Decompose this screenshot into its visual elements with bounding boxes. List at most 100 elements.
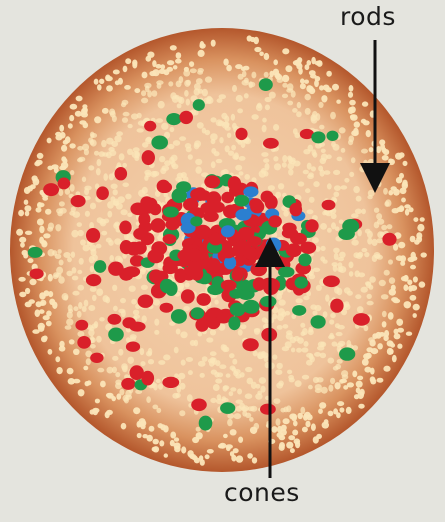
rod-cell [283, 210, 289, 217]
rod-cell [159, 155, 166, 163]
rod-cell [366, 230, 373, 239]
rod-cell [388, 190, 394, 196]
rod-cell [88, 305, 96, 311]
rod-cell [361, 247, 368, 253]
rod-cell [89, 244, 97, 252]
rod-cell [261, 124, 267, 133]
rod-cell [105, 74, 111, 82]
rod-cell [132, 59, 138, 67]
rod-cell [297, 181, 305, 187]
rod-cell [412, 303, 420, 311]
rod-cell [166, 60, 175, 66]
rod-cell [299, 83, 306, 90]
rod-cell [177, 282, 185, 289]
rod-cell [231, 144, 237, 151]
cone-cell [163, 206, 179, 218]
rod-cell [214, 299, 219, 305]
rod-cell [142, 434, 148, 439]
rod-cell [317, 341, 325, 348]
rod-cell [171, 163, 179, 170]
rod-cell [235, 64, 243, 70]
rod-cell [120, 297, 126, 304]
rod-cell [64, 188, 71, 195]
rod-cell [195, 426, 201, 432]
rod-cell [365, 281, 372, 288]
rod-cell [113, 198, 119, 206]
rod-cell [89, 222, 94, 230]
rod-cell [396, 318, 404, 326]
rod-cell [348, 139, 354, 146]
rod-cell [367, 194, 373, 200]
rod-cell [160, 64, 166, 70]
rod-cell [272, 68, 279, 76]
rod-cell [400, 261, 406, 266]
rod-cell [78, 257, 84, 265]
rod-cell [235, 94, 243, 103]
rod-cell [281, 74, 290, 83]
rod-cell [62, 139, 69, 145]
rod-cell [160, 424, 166, 431]
rod-cell [380, 143, 385, 151]
rod-cell [146, 350, 152, 357]
cone-cell [289, 202, 303, 217]
rod-cell [249, 426, 258, 434]
rod-cell [19, 291, 27, 298]
rod-cell [69, 103, 78, 110]
cone-cell [90, 352, 104, 363]
cone-cell [300, 241, 317, 254]
rod-cell [369, 276, 376, 283]
rod-cell [187, 370, 193, 376]
rod-cell [222, 344, 228, 353]
rod-cell [388, 288, 396, 296]
rod-cell [209, 351, 217, 357]
rod-cell [264, 104, 270, 111]
rod-cell [32, 329, 40, 334]
rod-cell [136, 112, 142, 119]
rod-cell [335, 363, 341, 370]
rod-cell [133, 407, 141, 415]
rod-cell [204, 454, 210, 460]
rod-cell [346, 340, 352, 348]
rod-cell [293, 438, 301, 445]
rod-cell [81, 306, 87, 312]
cone-cell [242, 299, 260, 314]
rod-cell [59, 124, 65, 132]
rod-cell [241, 405, 249, 412]
rod-cell [319, 124, 325, 130]
rod-cell [153, 383, 158, 391]
rod-cell [397, 327, 404, 333]
rod-cell [152, 404, 159, 410]
rod-cell [189, 61, 195, 67]
rod-cell [184, 79, 191, 87]
rod-cell [238, 171, 244, 176]
rod-cell [66, 318, 74, 326]
rod-cell [144, 85, 150, 93]
rod-cell [174, 373, 179, 379]
rod-cell [373, 207, 380, 213]
rod-cell [303, 341, 309, 347]
rod-cell [219, 364, 227, 370]
rod-cell [332, 83, 339, 91]
rod-cell [120, 422, 127, 430]
rod-cell [345, 406, 352, 414]
rod-cell [210, 397, 217, 404]
rod-cell [140, 361, 146, 367]
rod-cell [68, 308, 74, 314]
rod-cell [166, 66, 173, 72]
rod-cell [129, 334, 137, 340]
cone-cell [321, 199, 336, 211]
cone-cell [200, 202, 217, 214]
rod-cell [156, 82, 162, 89]
rod-cell [276, 362, 283, 370]
rod-cell [110, 183, 118, 190]
rod-cell [275, 191, 282, 199]
cone-cell [166, 113, 182, 126]
rod-cell [336, 359, 343, 364]
rod-cell [303, 295, 310, 301]
cone-cell [170, 309, 187, 324]
rod-cell [334, 286, 340, 294]
rod-cell [119, 388, 125, 396]
rod-cell [310, 166, 316, 172]
cone-cell [122, 317, 136, 329]
rod-cell [229, 365, 236, 371]
